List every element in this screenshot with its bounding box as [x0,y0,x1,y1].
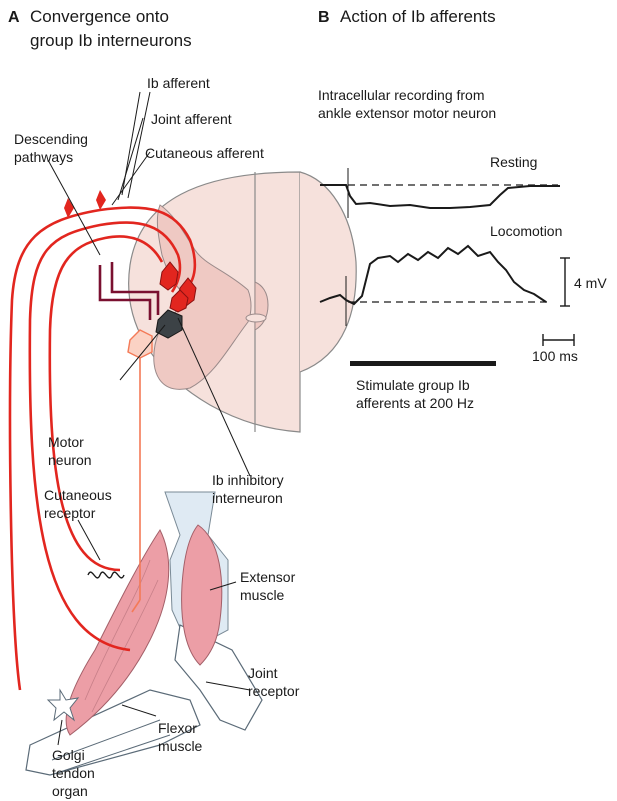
label-descending-line2: pathways [14,149,73,165]
stimulus-bar [350,361,496,366]
label-joint-afferent: Joint afferent [151,111,232,127]
label-cutaneous-receptor-line2: receptor [44,505,96,521]
trace-label-locomotion: Locomotion [490,223,562,239]
recording-line2: ankle extensor motor neuron [318,105,496,121]
panel-b-title: Action of Ib afferents [340,7,496,26]
label-ib-inhibitory-line1: Ib inhibitory [212,472,284,488]
label-flexor-line2: muscle [158,738,203,754]
label-golgi-line1: Golgi [52,747,85,763]
panel-a-title-line1: Convergence onto [30,7,169,26]
time-scale-bar [543,334,574,346]
label-golgi-line2: tendon [52,765,95,781]
panel-a-letter: A [8,9,20,26]
label-golgi-line3: organ [52,783,88,799]
panel-b-letter: B [318,9,330,26]
label-ib-afferent: Ib afferent [147,75,210,91]
cutaneous-receptor [88,572,124,578]
panel-a-title-line2: group Ib interneurons [30,31,192,50]
label-extensor-line1: Extensor [240,569,296,585]
label-descending-line1: Descending [14,131,88,147]
recording-line1: Intracellular recording from [318,87,485,103]
stimulus-line2: afferents at 200 Hz [356,395,474,411]
label-flexor-line1: Flexor [158,720,197,736]
stimulus-line1: Stimulate group Ib [356,377,470,393]
voltage-scale-bar [560,258,570,306]
label-motor-line2: neuron [48,452,92,468]
label-cutaneous-receptor-line1: Cutaneous [44,487,112,503]
label-ib-inhibitory-line2: interneuron [212,490,283,506]
label-cutaneous-afferent: Cutaneous afferent [145,145,264,161]
resting-trace [320,168,560,218]
label-joint-receptor-line1: Joint [248,665,278,681]
label-joint-receptor-line2: receptor [248,683,300,699]
time-scale-label: 100 ms [532,348,578,364]
label-extensor-line2: muscle [240,587,285,603]
voltage-scale-label: 4 mV [574,275,607,291]
trace-label-resting: Resting [490,154,537,170]
label-motor-line1: Motor [48,434,84,450]
